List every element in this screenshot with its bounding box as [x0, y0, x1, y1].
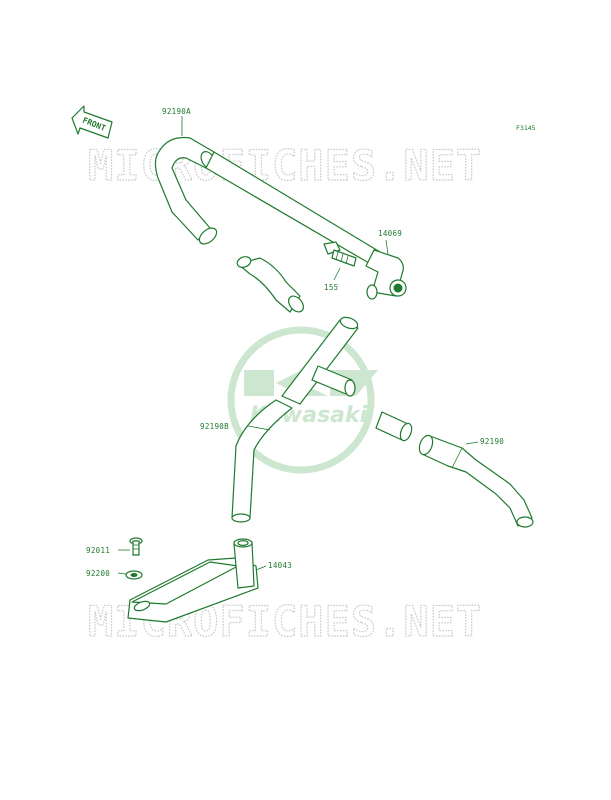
watermark-top: MICROFICHES.NET	[88, 141, 482, 190]
bolt-92011	[129, 537, 143, 556]
front-arrow-icon: FRONT	[71, 105, 113, 139]
t-joint	[281, 316, 359, 405]
hose-92190	[418, 434, 534, 528]
figure-code: F3145	[516, 124, 536, 132]
label-155: 155	[324, 283, 338, 292]
hose-short-upper	[236, 256, 304, 313]
hose-92190b	[231, 399, 293, 523]
hose-short-lower	[375, 411, 413, 442]
label-92190b: 92190B	[200, 422, 229, 431]
bolt-155	[323, 241, 357, 267]
label-92200: 92200	[86, 569, 110, 578]
bracket-14043	[127, 538, 259, 623]
fitting-14069	[365, 249, 407, 300]
label-14069: 14069	[378, 229, 402, 238]
washer-92200	[125, 570, 143, 580]
label-92011: 92011	[86, 546, 110, 555]
label-92190a: 92190A	[162, 107, 191, 116]
label-14043: 14043	[268, 561, 292, 570]
label-92190: 92190	[480, 437, 504, 446]
